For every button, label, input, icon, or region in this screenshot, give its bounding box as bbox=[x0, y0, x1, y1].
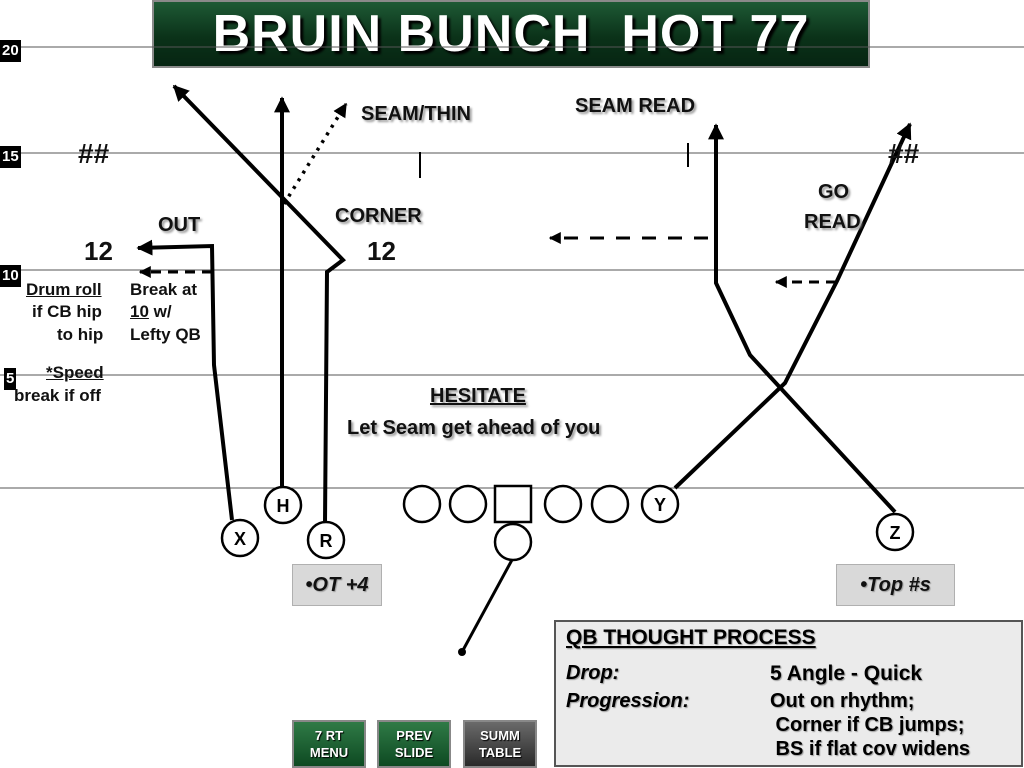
center bbox=[493, 484, 533, 524]
prev-slide-text: PREV SLIDE bbox=[395, 727, 433, 761]
seam-thin-label: SEAM/THIN bbox=[361, 103, 471, 125]
top-numbers-tag: •Top #s bbox=[836, 564, 955, 606]
note-break-if-off: break if off bbox=[14, 386, 101, 405]
player-r-circle bbox=[306, 520, 346, 560]
out-label: OUT bbox=[158, 214, 201, 236]
player-h: H bbox=[277, 496, 290, 516]
yard-marker-20: 20 bbox=[0, 40, 21, 62]
note-speed: *Speed bbox=[46, 363, 104, 383]
qb-drop-point bbox=[458, 648, 466, 656]
go-read-label-line1: GO bbox=[818, 181, 850, 203]
hash-mark-left: ## bbox=[78, 138, 110, 169]
note-break-number: 10 bbox=[130, 302, 149, 321]
prev-slide-button[interactable]: PREV SLIDE bbox=[377, 720, 451, 768]
y-route-seam-read bbox=[673, 122, 912, 490]
prev-slide-line2: SLIDE bbox=[394, 745, 434, 760]
note-drum-roll: Drum roll bbox=[26, 280, 102, 300]
yard-marker-10: 10 bbox=[0, 265, 21, 287]
note-break-at: Break at bbox=[130, 280, 198, 299]
lineman bbox=[590, 484, 630, 524]
r-route-corner bbox=[172, 84, 347, 524]
progression-1: Out on rhythm; bbox=[770, 690, 915, 712]
play-title: BRUIN BUNCH HOT 77 bbox=[212, 5, 810, 63]
note-lefty-qb: Lefty QB bbox=[130, 325, 201, 344]
x-route-out bbox=[136, 239, 234, 521]
player-y-circle bbox=[640, 484, 680, 524]
qb-drop-line bbox=[460, 557, 515, 653]
player-y: Y bbox=[654, 495, 666, 515]
menu-button-line2: MENU bbox=[309, 745, 349, 760]
lineman bbox=[402, 484, 442, 524]
hesitate-note: Let Seam get ahead of you bbox=[347, 417, 601, 439]
h-route-seam-thin-dotted bbox=[282, 102, 348, 205]
hash-mark-right: ## bbox=[888, 138, 920, 169]
summary-table-line1: SUMM bbox=[480, 728, 520, 743]
summary-table-line2: TABLE bbox=[478, 745, 522, 760]
player-x: X bbox=[234, 529, 246, 549]
progression-2: Corner if CB jumps; bbox=[770, 714, 965, 736]
seam-read-label: SEAM READ bbox=[575, 95, 696, 117]
z-route-go-read bbox=[708, 123, 897, 514]
player-x-circle bbox=[220, 518, 260, 558]
menu-button-line1: 7 RT bbox=[314, 728, 344, 743]
note-speed-text: *Speed bbox=[46, 363, 104, 382]
yard-marker-5: 5 bbox=[4, 368, 17, 390]
note-hip-to-hip: to hip bbox=[57, 325, 104, 344]
corner-label: CORNER bbox=[335, 205, 422, 227]
player-r: R bbox=[320, 531, 333, 551]
player-z: Z bbox=[890, 523, 901, 543]
summary-table-button[interactable]: SUMM TABLE bbox=[463, 720, 537, 768]
drop-value: 5 Angle - Quick bbox=[770, 662, 923, 685]
progression-key: Progression: bbox=[566, 690, 690, 712]
go-read-label-line2: READ bbox=[804, 211, 861, 233]
prev-slide-line1: PREV bbox=[396, 728, 432, 743]
quarterback bbox=[493, 522, 533, 562]
ot-tag: •OT +4 bbox=[292, 564, 382, 606]
progression-3: BS if flat cov widens bbox=[770, 738, 971, 760]
lineman bbox=[543, 484, 583, 524]
menu-button[interactable]: 7 RT MENU bbox=[292, 720, 366, 768]
note-break-depth: 10 w/ bbox=[130, 302, 172, 322]
summary-table-text: SUMM TABLE bbox=[479, 727, 521, 761]
menu-button-text: 7 RT MENU bbox=[310, 727, 348, 761]
qb-thought-process-panel: QB THOUGHT PROCESS Drop: 5 Angle - Quick… bbox=[554, 620, 1023, 767]
lineman bbox=[448, 484, 488, 524]
player-h-circle bbox=[263, 485, 303, 525]
player-z-circle bbox=[875, 512, 915, 552]
note-drum-roll-text: Drum roll bbox=[26, 280, 102, 299]
note-break-with: w/ bbox=[148, 302, 172, 321]
yard-marker-15: 15 bbox=[0, 146, 21, 168]
qb-panel-title: QB THOUGHT PROCESS bbox=[566, 626, 816, 649]
note-cb-hip: if CB hip bbox=[32, 302, 102, 321]
corner-depth: 12 bbox=[367, 236, 396, 266]
out-depth: 12 bbox=[84, 236, 113, 266]
hesitate-label: HESITATE bbox=[430, 385, 526, 407]
drop-key: Drop: bbox=[566, 662, 620, 684]
title-banner: BRUIN BUNCH HOT 77 bbox=[152, 0, 870, 68]
